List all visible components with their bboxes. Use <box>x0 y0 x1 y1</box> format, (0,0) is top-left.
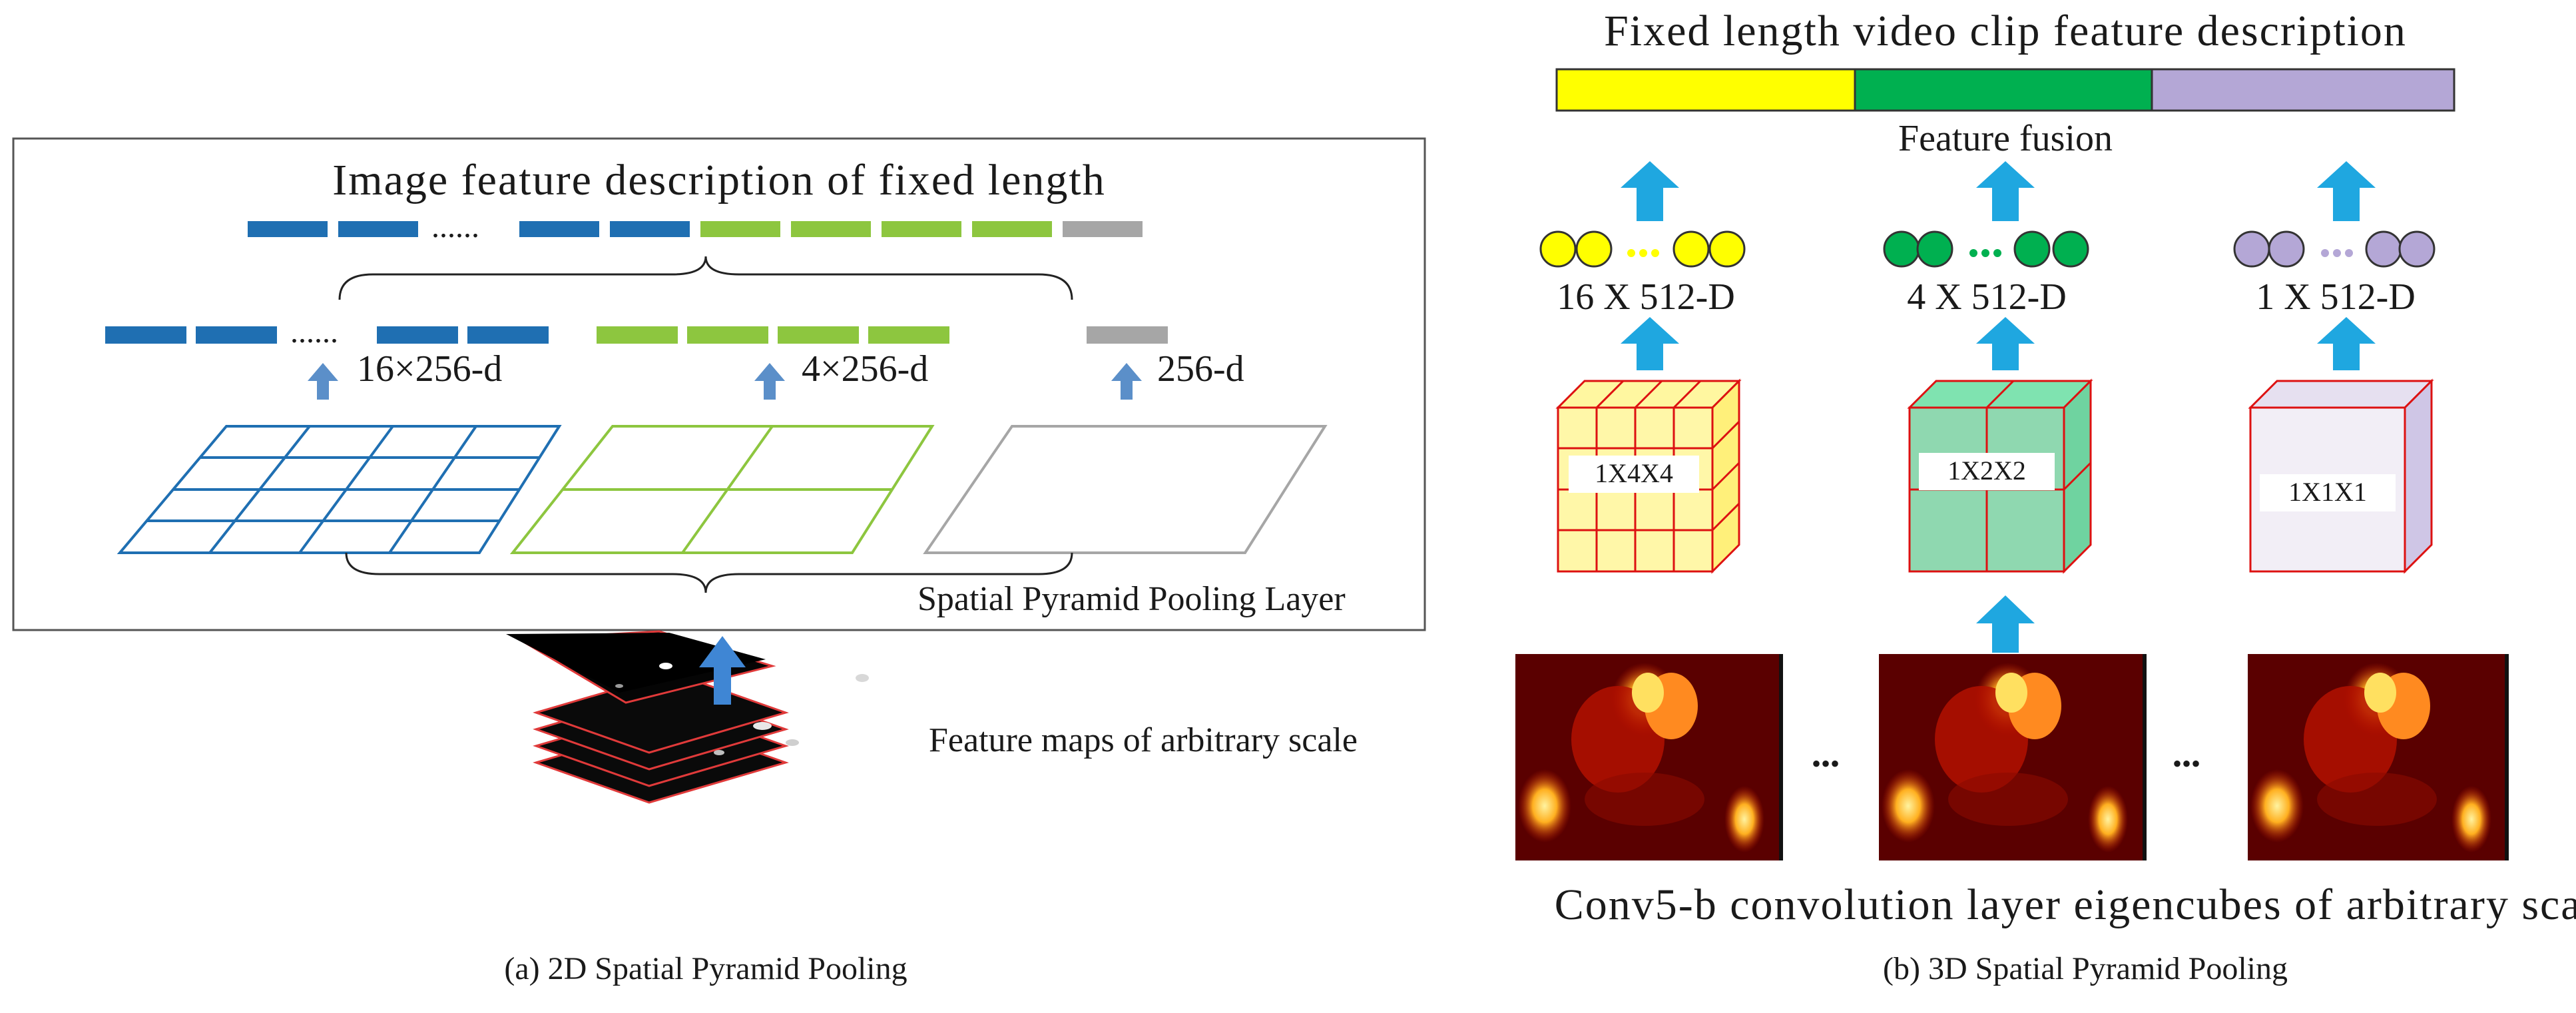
vector-dot <box>1651 249 1659 257</box>
spp-layer-label: Spatial Pyramid Pooling Layer <box>917 580 1346 618</box>
bin-green <box>597 326 678 344</box>
purple-cube-label: 1X1X1 <box>2288 477 2367 507</box>
vector-node <box>1575 230 1613 268</box>
vector-dot <box>1627 249 1635 257</box>
vector-dot <box>2333 249 2341 257</box>
up-arrow-icon <box>699 636 746 705</box>
eigencube-heatmap <box>2248 654 2509 860</box>
vector-bin-gray <box>1063 221 1143 237</box>
up-arrow-icon <box>2317 161 2376 221</box>
vector-bin-green <box>882 221 961 237</box>
yellow-dim-label: 16 X 512-D <box>1557 276 1735 318</box>
panel-b: Fixed length video clip feature descript… <box>1515 7 2576 986</box>
up-arrow-icon <box>308 363 338 400</box>
feature-fusion-label: Feature fusion <box>1898 118 2113 159</box>
purple-vector <box>2233 230 2436 268</box>
bin-ellipsis: ...... <box>290 314 338 350</box>
up-arrow-icon <box>1976 161 2035 221</box>
vector-node <box>1883 230 1920 268</box>
blue-dim-label: 16×256-d <box>357 348 502 390</box>
green-dim-label: 4 X 512-D <box>1907 276 2067 318</box>
up-arrow-icon <box>1976 595 2035 653</box>
vector-node <box>2052 230 2089 268</box>
panel-b-caption: (b) 3D Spatial Pyramid Pooling <box>1883 951 2288 986</box>
vector-bin-blue <box>338 221 418 237</box>
vector-bin-blue <box>610 221 690 237</box>
feature-maps-label: Feature maps of arbitrary scale <box>929 721 1358 759</box>
up-arrow-icon <box>1621 161 1679 221</box>
heatmap-ellipsis: ••• <box>2173 749 2200 779</box>
heatmap-ellipsis: ••• <box>1812 749 1840 779</box>
vector-node <box>2268 230 2305 268</box>
up-arrow-icon <box>754 363 785 400</box>
cube-label-box <box>2260 474 2396 511</box>
vector-node <box>2013 230 2051 268</box>
pooling-grid-2x2 <box>509 425 935 554</box>
purple-dim-label: 1 X 512-D <box>2256 276 2416 318</box>
vector-dot <box>1969 249 1977 257</box>
spp-layer-frame <box>12 137 1426 631</box>
up-arrow-icon <box>2317 317 2376 370</box>
feature-maps-stack <box>506 630 869 804</box>
panel-a: Image feature description of fixed lengt… <box>12 137 1426 986</box>
bin-gray <box>1087 326 1168 344</box>
blue-bins: ...... <box>105 314 549 350</box>
panel-b-title: Fixed length video clip feature descript… <box>1604 7 2407 55</box>
vector-bin-green <box>791 221 871 237</box>
vector-node <box>1916 230 1953 268</box>
bin-blue <box>467 326 549 344</box>
vector-bin-blue <box>519 221 599 237</box>
pooling-grid-1x1 <box>923 425 1328 554</box>
vector-node <box>1708 230 1746 268</box>
vector-dot <box>1981 249 1989 257</box>
vector-ellipsis: ...... <box>431 209 479 244</box>
green-bins <box>597 326 949 344</box>
panel-a-title: Image feature description of fixed lengt… <box>332 156 1105 204</box>
green-dim-label: 4×256-d <box>802 348 928 390</box>
grid-brace <box>345 552 1073 593</box>
fused-segment-yellow <box>1555 68 1856 112</box>
vector-dot <box>2345 249 2353 257</box>
pooling-grid-4x4 <box>117 425 562 554</box>
vector-node <box>2233 230 2270 268</box>
yellow-vector <box>1539 230 1746 268</box>
panel-a-caption: (a) 2D Spatial Pyramid Pooling <box>504 951 907 986</box>
up-arrow-icon <box>1976 317 2035 370</box>
green-vector <box>1883 230 2089 268</box>
vector-dot <box>2321 249 2329 257</box>
cube-label-box <box>1569 456 1699 493</box>
bin-blue <box>196 326 277 344</box>
bin-blue <box>377 326 458 344</box>
green-cube-label: 1X2X2 <box>1947 456 2026 486</box>
fused-feature-bar <box>1555 68 2455 112</box>
cube-label-box <box>1919 453 2055 490</box>
bin-green <box>868 326 949 344</box>
up-arrow-icon <box>1621 317 1679 370</box>
fixed-length-vector: ...... <box>248 209 1143 244</box>
gray-dim-label: 256-d <box>1157 348 1244 390</box>
vector-node <box>1673 230 1710 268</box>
vector-dot <box>1639 249 1647 257</box>
vector-node <box>2365 230 2402 268</box>
fused-segment-purple <box>2151 68 2455 112</box>
eigencube-heatmap <box>1879 654 2147 860</box>
vector-bin-blue <box>248 221 328 237</box>
vector-bin-green <box>972 221 1052 237</box>
vector-dot <box>1993 249 2001 257</box>
eigencube-heatmap <box>1515 654 1783 860</box>
vector-node <box>1539 230 1577 268</box>
bin-green <box>778 326 859 344</box>
concat-brace <box>338 256 1073 300</box>
vector-node <box>2398 230 2436 268</box>
bin-green <box>687 326 768 344</box>
up-arrow-icon <box>1111 363 1142 400</box>
fused-segment-green <box>1854 68 2153 112</box>
eigencube-label: Conv5-b convolution layer eigencubes of … <box>1555 880 2576 929</box>
yellow-cube-label: 1X4X4 <box>1595 458 1673 488</box>
vector-bin-green <box>700 221 780 237</box>
bin-blue <box>105 326 186 344</box>
